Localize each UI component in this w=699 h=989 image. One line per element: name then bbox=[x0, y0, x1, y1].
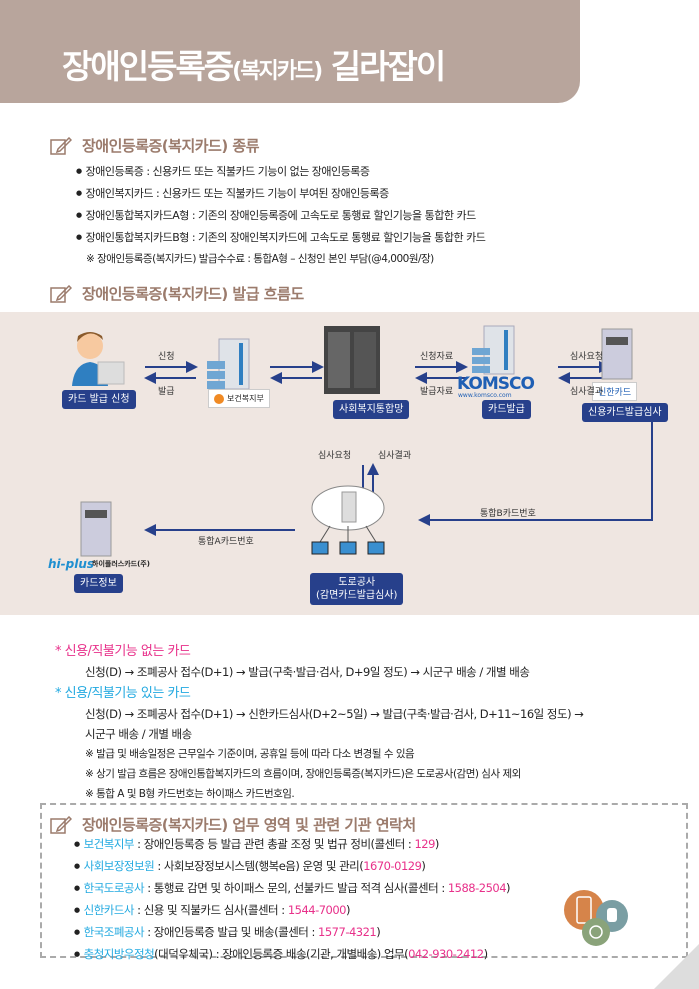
node-label-komsco: 카드발급 bbox=[482, 400, 531, 419]
mohw-logo: 보건복지부 bbox=[208, 389, 270, 408]
mohw-emblem-icon bbox=[214, 393, 224, 404]
header-banner: 장애인등록증(복지카드) 길라잡이 bbox=[0, 0, 580, 103]
arrow-label-review-request-2: 심사요청 bbox=[318, 451, 352, 461]
arrow-label-review-result: 심사결과 bbox=[570, 387, 604, 397]
section-heading-types: 장애인등록증(복지카드) 종류 bbox=[50, 135, 260, 156]
arrow-label-a-number: 통합A카드번호 bbox=[198, 537, 254, 547]
list-item: 한국조폐공사 : 장애인등록증 발급 및 배송(콜센터 : 1577-4321) bbox=[74, 921, 510, 943]
server-icon bbox=[207, 338, 250, 390]
arrow-label-review-result-2: 심사결과 bbox=[378, 451, 412, 461]
arrow-label-review-request: 심사요청 bbox=[570, 352, 604, 362]
node-label-shinhan: 신용카드발급심사 bbox=[582, 403, 668, 422]
no-credit-title: * 신용/직불기능 없는 카드 bbox=[55, 644, 191, 659]
mainframe-server-icon bbox=[324, 326, 380, 394]
list-item: 장애인통합복지카드A형 : 기존의 장애인등록증에 고속도로 통행료 할인기능을… bbox=[76, 204, 485, 226]
pencil-note-icon bbox=[50, 815, 72, 834]
list-item: 장애인복지카드 : 신용카드 또는 직불카드 기능이 부여된 장애인등록증 bbox=[76, 182, 485, 204]
komsco-logo: KOMSCO bbox=[457, 374, 535, 394]
list-item: 보건복지부 : 장애인등록증 등 발급 관련 총괄 조정 및 법규 정비(콜센터… bbox=[74, 833, 510, 855]
list-item: 신한카드사 : 신용 및 직불카드 심사(콜센터 : 1544-7000) bbox=[74, 899, 510, 921]
pc-tower-icon bbox=[601, 328, 633, 380]
issuance-flow-diagram: 카드 발급 신청 보건복지부 사회복지통합망 KOMSCO www.komsco… bbox=[0, 312, 699, 615]
no-credit-steps: 신청(D) → 조폐공사 접수(D+1) → 발급(구축·발급·검사, D+9일… bbox=[85, 665, 530, 679]
arrow-label-apply: 신청 bbox=[158, 352, 175, 362]
arrow-label-issue-data: 발급자료 bbox=[420, 387, 454, 397]
process-note: ※ 통합 A 및 B형 카드번호는 하이패스 카드번호임. bbox=[85, 788, 295, 800]
node-label-expressway: 도로공사(감면카드발급심사) bbox=[310, 573, 404, 605]
arrow-label-b-number: 통합B카드번호 bbox=[480, 509, 536, 519]
node-label-applicant: 카드 발급 신청 bbox=[62, 390, 136, 409]
node-label-welfare-net: 사회복지통합망 bbox=[333, 400, 410, 419]
fee-note: ※ 장애인등록증(복지카드) 발급수수료 : 통합A형 – 신청인 본인 부담(… bbox=[86, 253, 434, 265]
shinhan-logo: 신한카드 bbox=[592, 382, 638, 401]
server-icon bbox=[472, 325, 515, 375]
pencil-note-icon bbox=[50, 284, 72, 303]
list-item: 장애인등록증 : 신용카드 또는 직불카드 기능이 없는 장애인등록증 bbox=[76, 160, 485, 182]
list-item: 장애인통합복지카드B형 : 기존의 장애인복지카드에 고속도로 통행료 할인기능… bbox=[76, 226, 486, 248]
credit-steps: 신청(D) → 조폐공사 접수(D+1) → 신한카드심사(D+2~5일) → … bbox=[85, 707, 584, 721]
list-item: 한국도로공사 : 통행료 감면 및 하이패스 문의, 선불카드 발급 적격 심사… bbox=[74, 877, 511, 899]
node-label-hiplus: 카드정보 bbox=[74, 574, 123, 593]
section-heading-contacts: 장애인등록증(복지카드) 업무 영역 및 관련 기관 연락처 bbox=[50, 814, 416, 835]
list-item: 충청지방우정청(대덕우체국) : 장애인등록증 배송(기관, 개별배송) 업무(… bbox=[74, 943, 510, 965]
process-note: ※ 발급 및 배송일정은 근무일수 기준이며, 공휴일 등에 따라 다소 변경될… bbox=[85, 748, 415, 760]
person-laptop-icon bbox=[72, 332, 125, 386]
arrow-label-issue: 발급 bbox=[158, 387, 175, 397]
contact-icons-illustration bbox=[564, 890, 628, 946]
contact-list: 보건복지부 : 장애인등록증 등 발급 관련 총괄 조정 및 법규 정비(콜센터… bbox=[74, 833, 511, 965]
hiplus-name: 하이플러스카드(주) bbox=[92, 560, 150, 568]
process-note: ※ 상기 발급 흐름은 장애인통합복지카드의 흐름이며, 장애인등록증(복지카드… bbox=[85, 768, 521, 780]
credit-steps-cont: 시군구 배송 / 개별 배송 bbox=[85, 727, 192, 741]
page-title: 장애인등록증(복지카드) 길라잡이 bbox=[62, 47, 446, 86]
pc-tower-icon bbox=[80, 501, 112, 557]
hiplus-logo: hi-plus bbox=[48, 557, 95, 571]
page-fold-corner bbox=[654, 944, 699, 989]
pencil-note-icon bbox=[50, 136, 72, 155]
list-item: 사회보장정보원 : 사회보장정보시스템(행복e음) 운영 및 관리(1670-0… bbox=[74, 855, 510, 877]
cloud-network-icon bbox=[311, 485, 385, 555]
arrow-label-apply-data: 신청자료 bbox=[420, 352, 454, 362]
komsco-url: www.komsco.com bbox=[458, 392, 512, 399]
card-type-list: 장애인등록증 : 신용카드 또는 직불카드 기능이 없는 장애인등록증 장애인복… bbox=[76, 160, 486, 270]
credit-title: * 신용/직불기능 있는 카드 bbox=[55, 686, 191, 701]
section-heading-flow: 장애인등록증(복지카드) 발급 흐름도 bbox=[50, 283, 304, 304]
